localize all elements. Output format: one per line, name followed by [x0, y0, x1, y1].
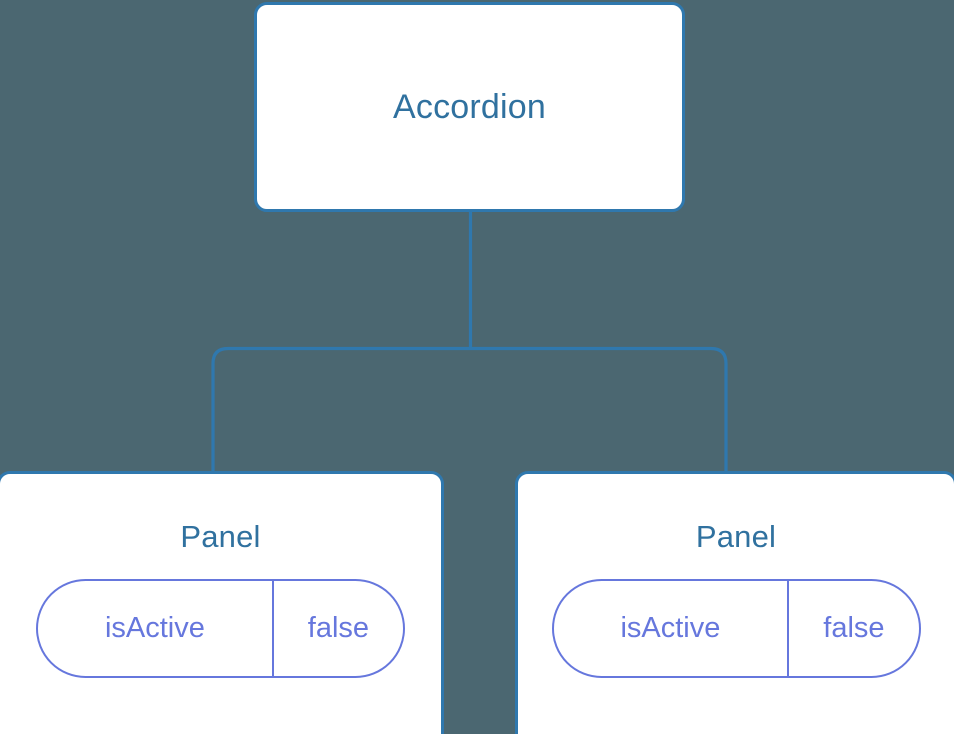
prop-pill-panel-2[interactable]: isActive false [551, 579, 921, 678]
prop-key-isactive: isActive [38, 581, 274, 676]
node-panel-1-label: Panel [180, 519, 261, 554]
edge-root-to-panel-1 [211, 211, 473, 474]
prop-pill-panel-1[interactable]: isActive false [36, 579, 405, 678]
node-panel-1[interactable]: Panel isActive false [0, 471, 444, 734]
node-accordion[interactable]: Accordion [254, 2, 685, 212]
node-panel-2-label: Panel [695, 519, 777, 554]
prop-value-isactive: false [823, 612, 885, 644]
prop-value-isactive: false [307, 612, 370, 644]
prop-key-isactive: isActive [554, 581, 790, 676]
node-panel-2[interactable]: Panel isActive false [515, 471, 954, 734]
edge-root-to-panel-2 [470, 346, 728, 474]
node-accordion-label: Accordion [393, 88, 546, 126]
